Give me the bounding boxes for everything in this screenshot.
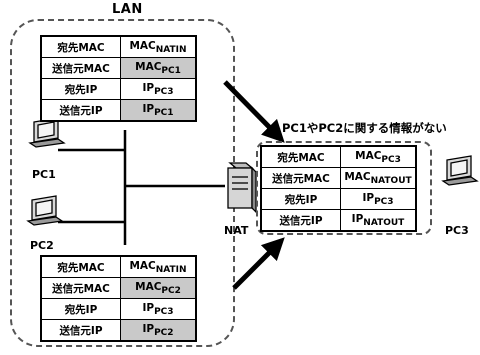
pc2-computer-icon [28,196,62,225]
field-name: 送信元IP [41,100,121,122]
table-row: 送信元IP IPPC1 [41,100,196,122]
nat-server-icon [228,163,256,212]
table-row: 宛先IP IPPC3 [261,189,416,210]
field-value: MACPC3 [341,146,417,168]
pc3-computer-icon [443,156,477,185]
field-value: IPPC3 [341,189,417,210]
field-name: 宛先IP [41,299,121,320]
pc2-label: PC2 [30,239,54,252]
field-name: 送信元IP [41,320,121,342]
table-row: 宛先MAC MACPC3 [261,146,416,168]
table-row: 送信元IP IPNATOUT [261,210,416,232]
field-value: MACNATIN [121,36,197,58]
packet-pc2-table: 宛先MAC MACNATIN 送信元MAC MACPC2 宛先IP IPPC3 … [40,255,197,342]
field-name: 宛先IP [261,189,341,210]
table-row: 宛先MAC MACNATIN [41,256,196,278]
table-row: 宛先IP IPPC3 [41,299,196,320]
arrow-to-outside [225,82,280,138]
pc1-label: PC1 [32,168,56,181]
table-row: 送信元MAC MACNATOUT [261,168,416,189]
lan-bus [58,130,225,245]
packet-pc1-table: 宛先MAC MACNATIN 送信元MAC MACPC1 宛先IP IPPC3 … [40,35,197,122]
field-name: 宛先MAC [41,36,121,58]
table-row: 宛先IP IPPC3 [41,79,196,100]
field-value: MACNATOUT [341,168,417,189]
field-name: 宛先MAC [261,146,341,168]
nat-label: NAT [224,224,248,237]
table-row: 送信元IP IPPC2 [41,320,196,342]
no-pc-info-annotation: PC1やPC2に関する情報がない [282,120,447,136]
field-name: 宛先IP [41,79,121,100]
field-value: MACNATIN [121,256,197,278]
field-name: 送信元MAC [41,278,121,299]
table-row: 宛先MAC MACNATIN [41,36,196,58]
field-value: IPNATOUT [341,210,417,232]
field-value: IPPC3 [121,299,197,320]
pc1-computer-icon [30,118,64,147]
field-value-highlighted: IPPC2 [121,320,197,342]
table-row: 送信元MAC MACPC2 [41,278,196,299]
field-name: 送信元MAC [261,168,341,189]
field-name: 送信元IP [261,210,341,232]
arrow-from-pc2-packet [234,242,280,288]
field-name: 送信元MAC [41,58,121,79]
table-row: 送信元MAC MACPC1 [41,58,196,79]
field-value: IPPC3 [121,79,197,100]
packet-out-table: 宛先MAC MACPC3 送信元MAC MACNATOUT 宛先IP IPPC3… [260,145,417,232]
pc3-label: PC3 [445,224,469,237]
field-value-highlighted: MACPC1 [121,58,197,79]
field-name: 宛先MAC [41,256,121,278]
field-value-highlighted: MACPC2 [121,278,197,299]
field-value-highlighted: IPPC1 [121,100,197,122]
